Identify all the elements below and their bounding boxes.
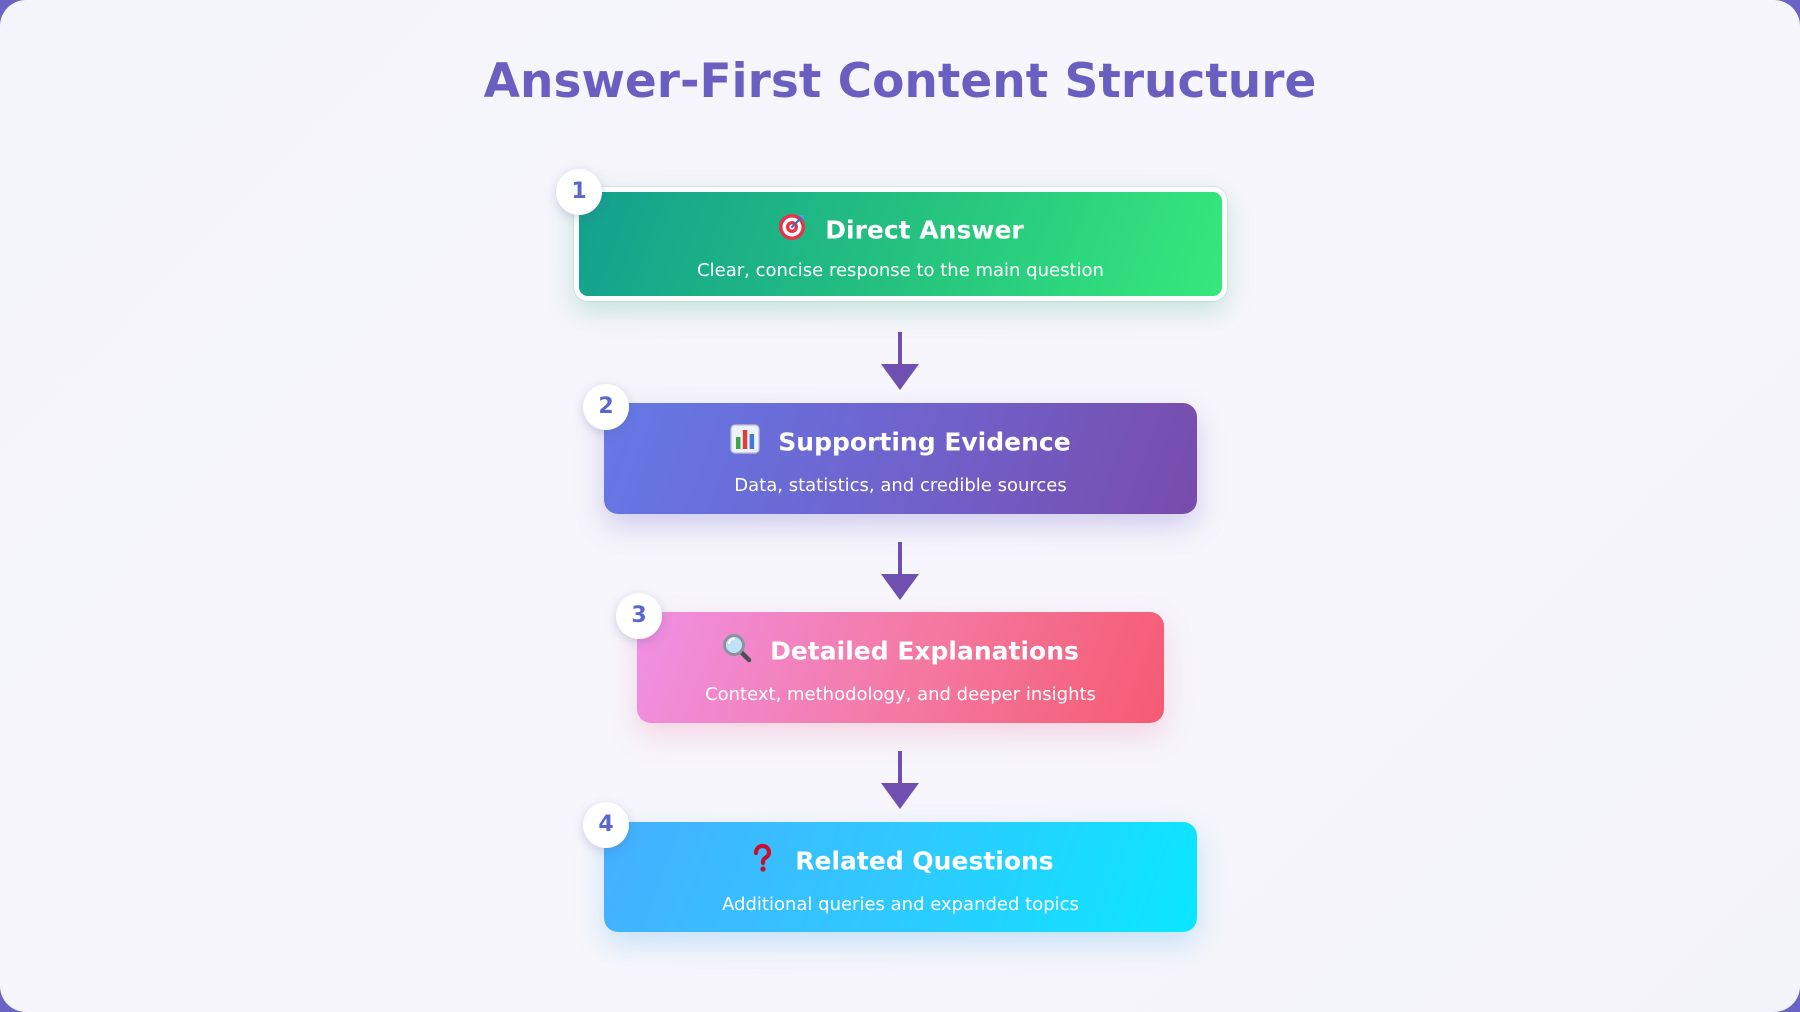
step-description: Additional queries and expanded topics <box>722 894 1079 915</box>
step-heading-row: Supporting Evidence <box>604 424 1197 457</box>
step-description: Context, methodology, and deeper insight… <box>705 684 1096 705</box>
step-heading: Supporting Evidence <box>778 427 1071 457</box>
step-number-badge: 1 <box>556 169 602 215</box>
step-description: Data, statistics, and credible sources <box>734 475 1067 496</box>
step-box-direct-answer: Direct Answer Clear, concise response to… <box>574 187 1227 301</box>
magnifying-glass-icon <box>722 633 752 663</box>
step-description: Clear, concise response to the main ques… <box>697 260 1104 281</box>
step-heading: Direct Answer <box>825 215 1024 245</box>
step-box-related-questions: Related Questions Additional queries and… <box>604 822 1197 932</box>
target-icon <box>777 212 807 242</box>
step-box-detailed-explanations: Detailed Explanations Context, methodolo… <box>637 612 1164 723</box>
step-number-badge: 4 <box>583 802 629 848</box>
step-heading-row: Detailed Explanations <box>637 633 1164 666</box>
down-arrow-icon <box>881 332 919 390</box>
step-heading-row: Related Questions <box>604 843 1197 876</box>
step-number-badge: 2 <box>583 384 629 430</box>
question-mark-icon <box>747 843 777 873</box>
step-heading: Related Questions <box>795 846 1054 876</box>
down-arrow-icon <box>881 751 919 809</box>
step-number-badge: 3 <box>616 593 662 639</box>
down-arrow-icon <box>881 542 919 600</box>
step-box-supporting-evidence: Supporting Evidence Data, statistics, an… <box>604 403 1197 514</box>
step-heading-row: Direct Answer <box>579 214 1222 245</box>
page-title: Answer-First Content Structure <box>483 54 1317 109</box>
step-heading: Detailed Explanations <box>770 636 1079 666</box>
bar-chart-icon <box>730 424 760 454</box>
